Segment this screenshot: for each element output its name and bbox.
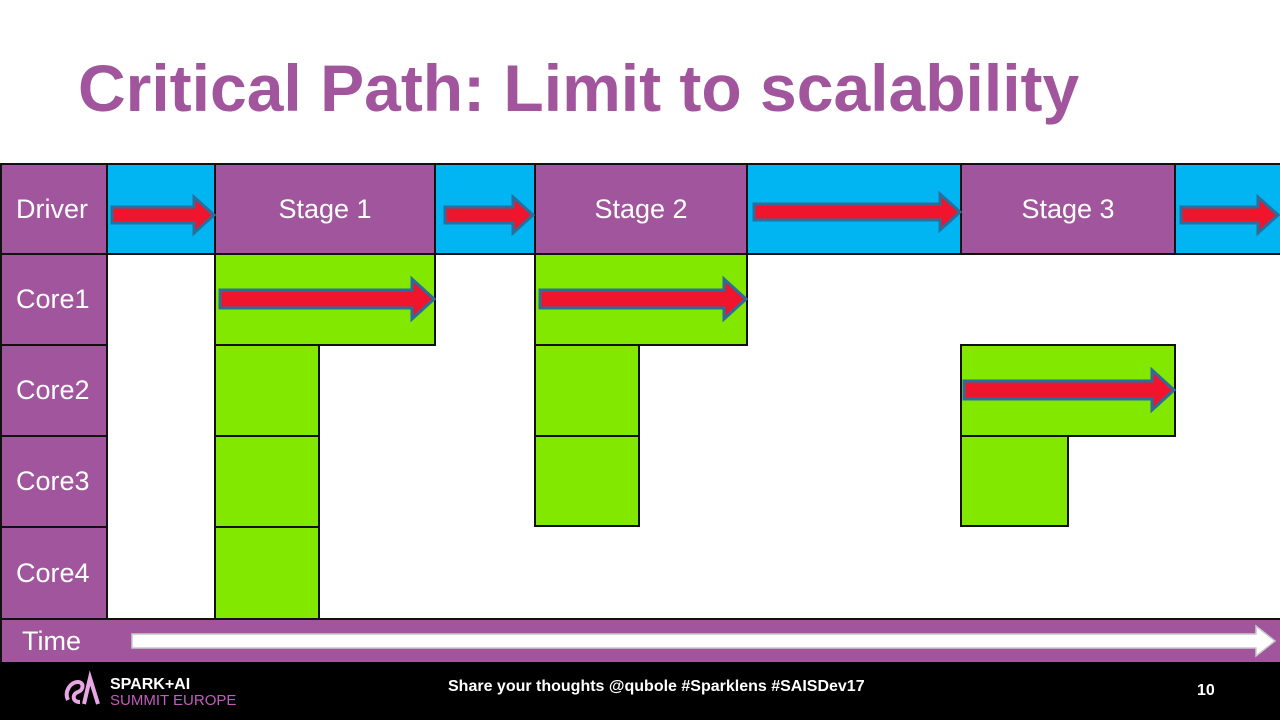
driver-stage-3: Stage 3 bbox=[960, 163, 1176, 255]
critical-path-arrow-icon bbox=[443, 194, 535, 236]
page-number: 10 bbox=[1197, 682, 1215, 699]
driver-stage-2: Stage 2 bbox=[534, 163, 748, 255]
row-label-core1: Core1 bbox=[0, 253, 108, 346]
stage1-core4-task bbox=[214, 526, 320, 620]
critical-path-arrow-icon bbox=[1179, 194, 1280, 236]
footer-message: Share your thoughts @qubole #Sparklens #… bbox=[448, 678, 865, 695]
stage2-core3-task bbox=[534, 435, 640, 527]
stage1-core3-task bbox=[214, 435, 320, 528]
row-label-core4: Core4 bbox=[0, 526, 108, 620]
row-label-core3: Core3 bbox=[0, 435, 108, 528]
stage3-core3-task bbox=[960, 435, 1069, 527]
time-label: Time bbox=[22, 625, 81, 656]
critical-path-arrow-icon bbox=[218, 276, 436, 322]
spark-ai-logo-icon bbox=[64, 670, 100, 705]
row-label-driver: Driver bbox=[0, 163, 108, 255]
time-arrow-icon bbox=[131, 624, 1277, 658]
critical-path-arrow-icon bbox=[538, 276, 748, 322]
logo-text-spark-ai: SPARK+AI bbox=[110, 676, 191, 693]
critical-path-arrow-icon bbox=[110, 194, 216, 236]
stage2-core2-task bbox=[534, 344, 640, 437]
stage1-core2-task bbox=[214, 344, 320, 437]
critical-path-arrow-icon bbox=[752, 191, 962, 233]
row-label-core2: Core2 bbox=[0, 344, 108, 437]
footer-bar bbox=[0, 662, 1280, 720]
driver-stage-1: Stage 1 bbox=[214, 163, 436, 255]
logo-text-summit-europe: SUMMIT EUROPE bbox=[110, 692, 237, 709]
critical-path-arrow-icon bbox=[962, 367, 1176, 413]
slide-title: Critical Path: Limit to scalability bbox=[78, 51, 1080, 125]
